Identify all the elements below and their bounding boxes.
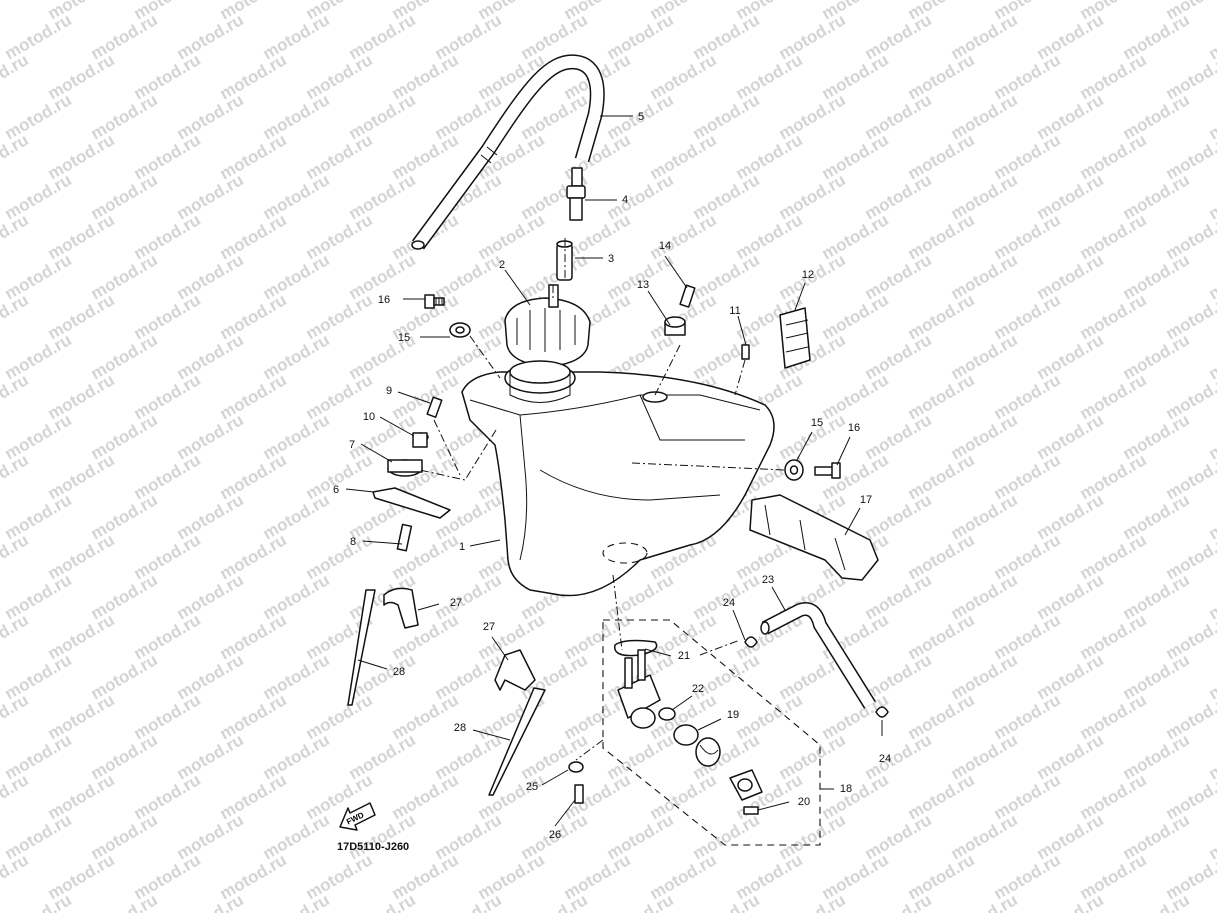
watermark-text: motod.ru — [1163, 370, 1217, 423]
part-label: 11 — [729, 305, 740, 317]
watermark-text: motod.ru — [346, 890, 419, 913]
watermark-text: motod.ru — [0, 0, 32, 23]
watermark-text: motod.ru — [1163, 770, 1217, 823]
part-label: 8 — [350, 536, 356, 548]
watermark-text: motod.ru — [174, 890, 247, 913]
watermark-text: motod.ru — [88, 890, 161, 913]
part-label: 13 — [637, 279, 649, 291]
part-label: 22 — [692, 683, 704, 695]
watermark-text: motod.ru — [948, 890, 1021, 913]
watermark-text: motod.ru — [1163, 210, 1217, 263]
watermark-text: motod.ru — [260, 890, 333, 913]
part-label: 17 — [860, 494, 872, 506]
watermark-text: motod.ru — [1034, 890, 1107, 913]
watermark-text: motod.ru — [690, 890, 763, 913]
part-label: 21 — [678, 650, 690, 662]
clamp-27-mid — [495, 650, 535, 690]
watermark-text: motod.ru — [0, 130, 32, 183]
lever — [696, 738, 720, 766]
part-label: 26 — [549, 829, 561, 841]
grommet-right — [785, 460, 803, 480]
part-label: 6 — [333, 484, 339, 496]
part-label: 27 — [450, 597, 462, 609]
clip-lower — [876, 707, 888, 717]
fuel-cap — [505, 285, 590, 365]
clamp-27-left — [384, 588, 418, 628]
watermark-text: motod.ru — [1163, 50, 1217, 103]
watermark-text: motod.ru — [1163, 450, 1217, 503]
damper — [388, 460, 422, 476]
watermark-text: motod.ru — [1206, 890, 1217, 913]
watermark-text: motod.ru — [604, 890, 677, 913]
watermark-text: motod.ru — [1163, 290, 1217, 343]
watermark-text: motod.ru — [0, 850, 32, 903]
washer-25 — [569, 762, 583, 772]
part-label: 28 — [393, 666, 405, 678]
watermark-text: motod.ru — [0, 690, 32, 743]
watermark-text: motod.ru — [0, 530, 32, 583]
part-label: 18 — [840, 783, 852, 795]
clip-upper — [745, 637, 757, 647]
fuel-tank — [462, 361, 774, 596]
watermark-text: motod.ru — [432, 890, 505, 913]
part-label: 16 — [848, 422, 860, 434]
collar-13 — [665, 317, 685, 335]
part-label: 24 — [723, 597, 735, 609]
part-label: 12 — [802, 269, 814, 281]
band-12 — [780, 308, 810, 368]
watermark-text: motod.ru — [2, 890, 75, 913]
watermark-text: motod.ru — [0, 770, 32, 823]
part-label: 7 — [349, 439, 355, 451]
watermark-text: motod.ru — [1163, 850, 1217, 903]
part-label: 15 — [811, 417, 823, 429]
bolt-lower — [397, 524, 411, 550]
watermark-text: motod.ru — [776, 890, 849, 913]
diagram-code: 17D5110-J260 — [337, 841, 409, 853]
watermark-text: motod.ru — [862, 890, 935, 913]
part-label: 23 — [762, 574, 774, 586]
screw-11 — [742, 345, 749, 359]
part-label: 4 — [622, 194, 628, 206]
bolt-right — [815, 463, 840, 478]
part-label: 10 — [363, 411, 375, 423]
part-label: 5 — [638, 111, 644, 123]
part-label: 20 — [798, 796, 810, 808]
collar — [413, 433, 428, 447]
part-label: 9 — [386, 385, 392, 397]
part-label: 24 — [879, 753, 891, 765]
filter-19 — [674, 725, 698, 745]
part-label: 14 — [659, 240, 671, 252]
part-label: 3 — [608, 253, 614, 265]
part-label: 25 — [526, 781, 538, 793]
watermark-text: motod.ru — [1163, 530, 1217, 583]
watermark-text: motod.ru — [0, 370, 32, 423]
watermark-text: motod.ru — [0, 450, 32, 503]
watermark-text: motod.ru — [1120, 890, 1193, 913]
screw-20 — [744, 807, 758, 814]
fwd-arrow: FWD — [340, 803, 375, 830]
watermark-text: motod.ru — [0, 610, 32, 663]
part-label: 1 — [459, 541, 465, 553]
watermark-text: motod.ru — [1163, 610, 1217, 663]
part-label: 27 — [483, 621, 495, 633]
watermark-text: motod.ru — [1163, 690, 1217, 743]
part-label: 15 — [398, 332, 410, 344]
part-label: 28 — [454, 722, 466, 734]
watermark-text: motod.ru — [0, 290, 32, 343]
watermark-text: motod.ru — [0, 50, 32, 103]
watermark-text: motod.ru — [0, 210, 32, 263]
grommet-left — [450, 323, 470, 337]
part-label: 19 — [727, 709, 739, 721]
bolt-26 — [575, 785, 583, 803]
part-label: 16 — [378, 294, 390, 306]
watermark-text: motod.ru — [1163, 130, 1217, 183]
part-label: 2 — [499, 259, 505, 271]
watermark-text: motod.ru — [518, 890, 591, 913]
